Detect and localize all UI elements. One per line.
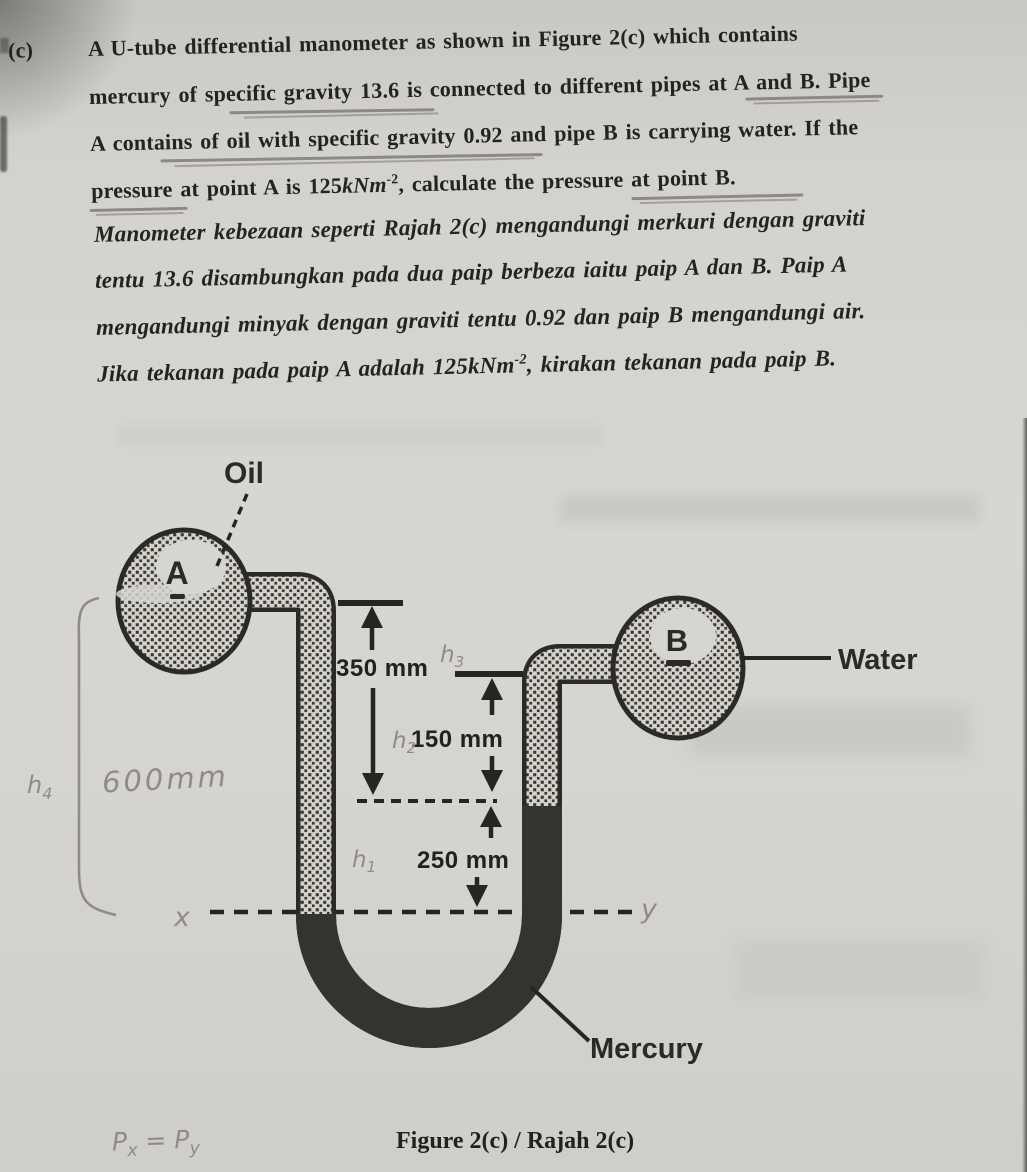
underline-annotation xyxy=(89,206,188,212)
pxpy-p1: P xyxy=(111,1127,128,1157)
question-line-3: A contains of oil with specific gravity … xyxy=(89,114,859,156)
oil-column xyxy=(236,576,332,914)
question-text-block: (c) A U-tube differential manometer as s… xyxy=(0,0,1027,422)
question-malay-line-4: Jika tekanan pada paip A adalah 125kNm-2… xyxy=(97,345,836,388)
line4-unit: kNm xyxy=(341,171,387,198)
dimension-250mm xyxy=(466,806,502,907)
underline-annotation xyxy=(639,198,798,204)
question-malay-line-2: tentu 13.6 disambungkan pada dua paip be… xyxy=(94,251,848,293)
pxpy-eq: = xyxy=(136,1125,175,1156)
pipe-a-tick xyxy=(170,594,185,599)
pencil-600mm: 600mm xyxy=(101,759,229,800)
pipe-a-label: A xyxy=(165,555,188,591)
pipe-b-tick xyxy=(666,660,691,666)
dim-350-label: 350 mm xyxy=(336,655,428,682)
u-tube xyxy=(236,572,620,1048)
pencil-h1: h1 xyxy=(352,847,376,876)
line4-exponent: -2 xyxy=(386,171,399,187)
pipe-b-label: B xyxy=(666,623,688,658)
line4-pre: pressure at point A is 125 xyxy=(90,172,343,204)
line4-post: , calculate the pressure at point B. xyxy=(398,164,736,197)
underline-annotation xyxy=(243,112,439,119)
water-label: Water xyxy=(838,644,918,676)
figure-caption: Figure 2(c) / Rajah 2(c) xyxy=(396,1128,635,1154)
pencil-annotations: h4 600mm h3 h2 h1 x y xyxy=(27,596,658,933)
malay-line4-pre: Jika tekanan pada paip A adalah 125 xyxy=(96,353,469,387)
question-malay-line-3: mengandungi minyak dengan graviti tentu … xyxy=(95,298,866,340)
underline-annotation xyxy=(95,211,184,216)
water-column xyxy=(526,648,620,806)
mercury-leader-line xyxy=(529,985,591,1043)
pencil-h4: h4 xyxy=(27,771,52,803)
underline-annotation xyxy=(753,99,880,105)
dimension-150mm xyxy=(455,671,523,792)
pxpy-p2: P xyxy=(173,1124,190,1155)
manometer-figure: A B Oil Water Mercury 350 mm xyxy=(27,457,918,1065)
dim-250-label: 250 mm xyxy=(417,847,509,874)
question-line-1: A U-tube differential manometer as shown… xyxy=(87,20,799,61)
oil-label: Oil xyxy=(224,457,264,490)
question-malay-line-1: Manometer kebezaan seperti Rajah 2(c) me… xyxy=(93,205,866,247)
pencil-x: x xyxy=(173,902,191,933)
malay-line4-unit: kNm xyxy=(467,352,515,379)
pipe-b-bulb: B xyxy=(610,595,746,741)
pencil-px-py: Px = Py xyxy=(111,1124,200,1161)
malay-line4-post: , kirakan tekanan pada paip B. xyxy=(526,345,837,378)
mercury-column xyxy=(296,806,562,1048)
pencil-h2: h2 xyxy=(392,728,416,757)
pencil-h3: h3 xyxy=(440,642,464,671)
pipe-a-bulb: A xyxy=(115,527,253,675)
pxpy-s2: y xyxy=(189,1138,201,1159)
dimension-350mm xyxy=(338,600,403,795)
pencil-y: y xyxy=(640,894,658,925)
pencil-bracket xyxy=(77,596,117,917)
bulb-b-highlight xyxy=(650,608,716,664)
dim-150-label: 150 mm xyxy=(411,726,503,753)
bulb-a-highlight xyxy=(156,540,226,594)
mercury-label: Mercury xyxy=(590,1033,703,1065)
part-label: (c) xyxy=(7,37,34,63)
malay-line4-exponent: -2 xyxy=(514,351,527,368)
